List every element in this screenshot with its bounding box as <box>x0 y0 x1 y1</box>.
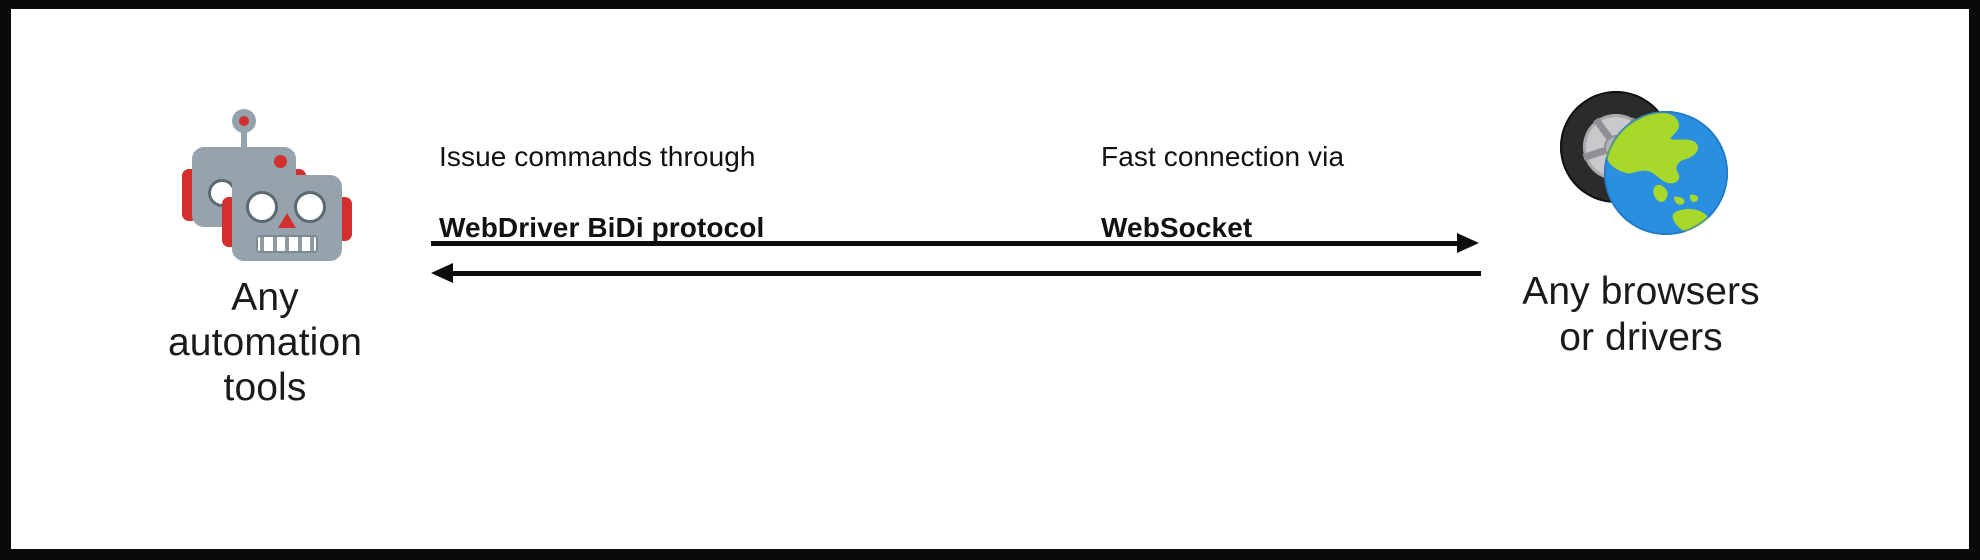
globe-earth-icon <box>1604 111 1728 235</box>
node-browsers-drivers-caption: Any browsers or drivers <box>1522 269 1759 361</box>
robot-icon <box>170 109 360 265</box>
node-automation-tools-caption: Any automation tools <box>168 275 362 410</box>
arrow-shaft <box>453 271 1481 276</box>
robot-tooth <box>260 237 264 251</box>
robot-back-indicator-dot <box>274 155 287 168</box>
label-webdriver-bidi: Issue commands through WebDriver BiDi pr… <box>439 104 764 282</box>
globe-tire-icon <box>1552 89 1730 257</box>
caption-line: tools <box>223 366 307 409</box>
label-line-top: Issue commands through <box>439 141 756 172</box>
diagram-canvas: Any automation tools Issue commands thro… <box>11 9 1969 549</box>
robot-tooth <box>310 237 314 251</box>
label-line-top: Fast connection via <box>1101 141 1345 172</box>
label-line-bottom: WebDriver BiDi protocol <box>439 212 765 243</box>
robot-front-eye-left <box>246 191 278 223</box>
caption-line: automation <box>168 321 362 364</box>
label-line-bottom: WebSocket <box>1101 212 1253 243</box>
robot-front-eye-right <box>294 191 326 223</box>
arrow-shaft <box>431 241 1459 246</box>
robot-tooth <box>272 237 277 251</box>
caption-line: Any browsers <box>1522 270 1760 313</box>
arrow-head-left-icon <box>431 263 453 283</box>
robot-antenna-ball <box>232 109 256 133</box>
label-websocket: Fast connection via WebSocket <box>1101 104 1344 282</box>
caption-line: Any <box>231 276 299 319</box>
robot-tooth <box>285 237 289 251</box>
robot-mouth <box>256 235 318 253</box>
robot-nose <box>278 213 296 228</box>
robot-antenna-stem <box>241 123 247 151</box>
node-automation-tools: Any automation tools <box>115 109 415 410</box>
caption-line: or drivers <box>1559 316 1723 359</box>
node-browsers-drivers: Any browsers or drivers <box>1431 89 1851 361</box>
arrow-head-right-icon <box>1457 233 1479 253</box>
robot-head-front <box>232 175 342 261</box>
robot-tooth <box>297 237 302 251</box>
